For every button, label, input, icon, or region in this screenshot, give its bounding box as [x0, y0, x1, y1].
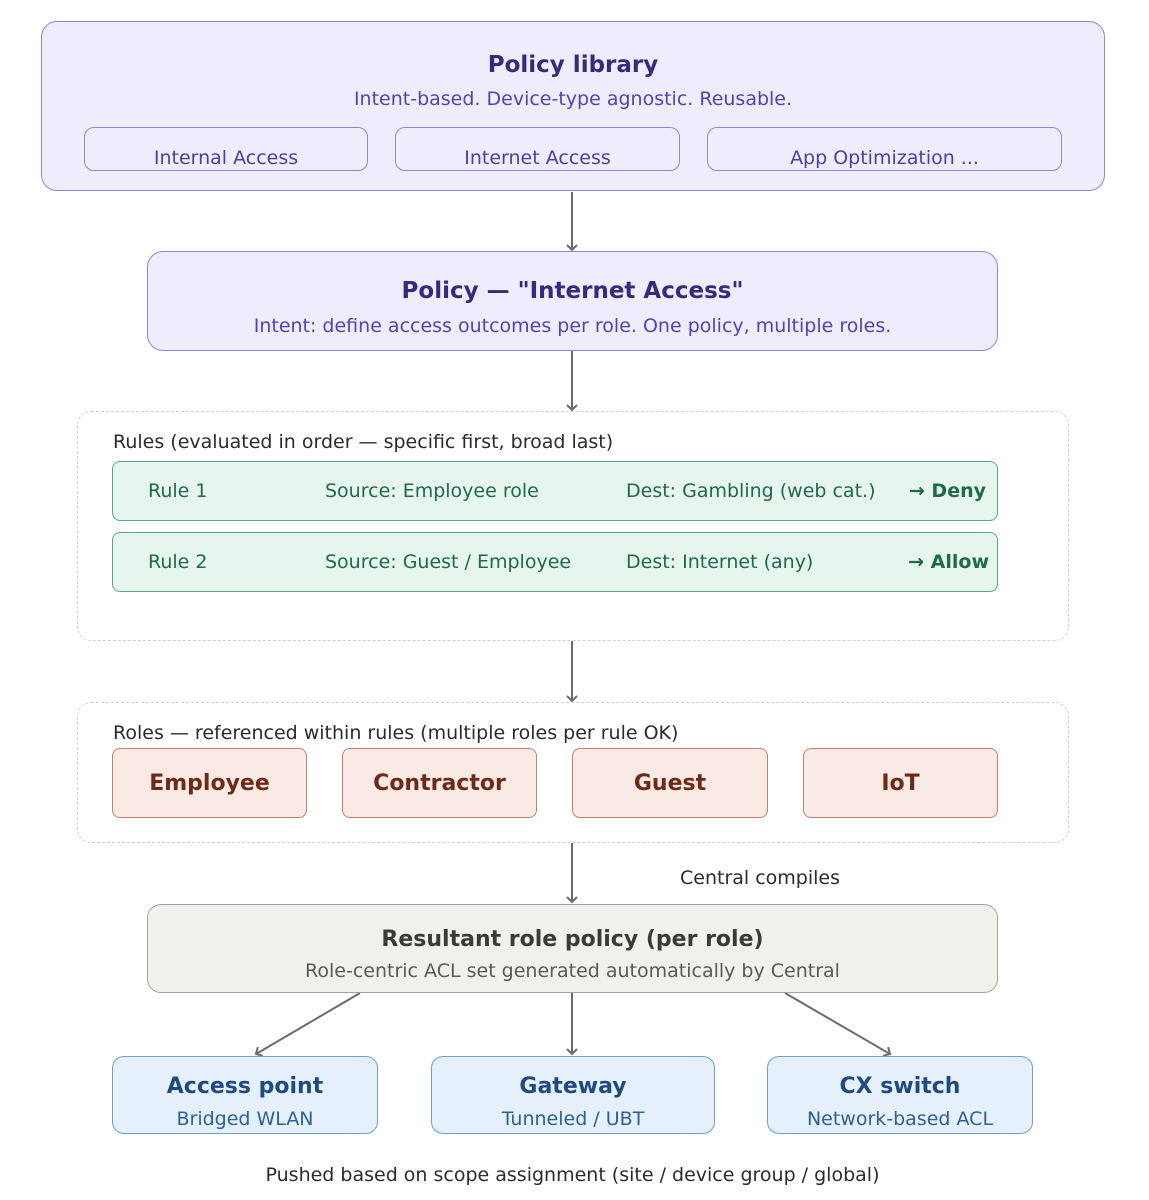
device-cx-switch-subtitle: Network-based ACL: [806, 1108, 994, 1130]
rules-group-label: Rules (evaluated in order — specific fir…: [113, 431, 614, 453]
central-compiles-label: Central compiles: [680, 867, 841, 889]
device-access-point[interactable]: Access point Bridged WLAN: [112, 1056, 378, 1134]
device-cx-switch[interactable]: CX switch Network-based ACL: [767, 1056, 1033, 1134]
arrow-result-to-ap: [254, 992, 361, 1057]
rule-row-1[interactable]: Rule 1 Source: Employee role Dest: Gambl…: [112, 461, 998, 521]
role-employee[interactable]: Employee: [112, 748, 307, 818]
library-item-internal-access[interactable]: Internal Access: [84, 127, 368, 171]
policy-title: Policy — "Internet Access": [401, 278, 744, 304]
resultant-policy-box: Resultant role policy (per role) Role-ce…: [147, 904, 998, 993]
role-guest[interactable]: Guest: [572, 748, 768, 818]
role-iot[interactable]: IoT: [803, 748, 998, 818]
rule-2-source: Source: Guest / Employee: [325, 551, 572, 573]
role-contractor[interactable]: Contractor: [342, 748, 537, 818]
library-item-internet-access[interactable]: Internet Access: [395, 127, 680, 171]
rule-1-source: Source: Employee role: [325, 480, 539, 502]
rule-2-name: Rule 2: [148, 551, 208, 573]
footer-note: Pushed based on scope assignment (site /…: [265, 1164, 880, 1186]
resultant-title: Resultant role policy (per role): [381, 927, 764, 952]
policy-subtitle: Intent: define access outcomes per role.…: [253, 315, 892, 337]
device-gateway[interactable]: Gateway Tunneled / UBT: [431, 1056, 715, 1134]
roles-group-label: Roles — referenced within rules (multipl…: [113, 722, 679, 744]
rule-1-name: Rule 1: [148, 480, 208, 502]
rule-1-action: → Deny: [908, 480, 986, 502]
device-access-point-subtitle: Bridged WLAN: [176, 1108, 314, 1130]
resultant-subtitle: Role-centric ACL set generated automatic…: [305, 960, 840, 982]
policy-library-subtitle: Intent-based. Device-type agnostic. Reus…: [353, 88, 793, 110]
rule-2-action: → Allow: [908, 551, 989, 573]
policy-library-title: Policy library: [487, 52, 659, 78]
device-gateway-subtitle: Tunneled / UBT: [501, 1108, 645, 1130]
device-gateway-title: Gateway: [519, 1074, 627, 1099]
rule-row-2[interactable]: Rule 2 Source: Guest / Employee Dest: In…: [112, 532, 998, 592]
arrow-result-to-switch: [784, 992, 892, 1057]
rules-group: [77, 411, 1069, 641]
library-item-app-optimization[interactable]: App Optimization ...: [707, 127, 1062, 171]
rule-2-dest: Dest: Internet (any): [626, 551, 814, 573]
policy-box: Policy — "Internet Access" Intent: defin…: [147, 251, 998, 351]
device-cx-switch-title: CX switch: [839, 1074, 961, 1099]
device-access-point-title: Access point: [166, 1074, 324, 1099]
rule-1-dest: Dest: Gambling (web cat.): [626, 480, 876, 502]
